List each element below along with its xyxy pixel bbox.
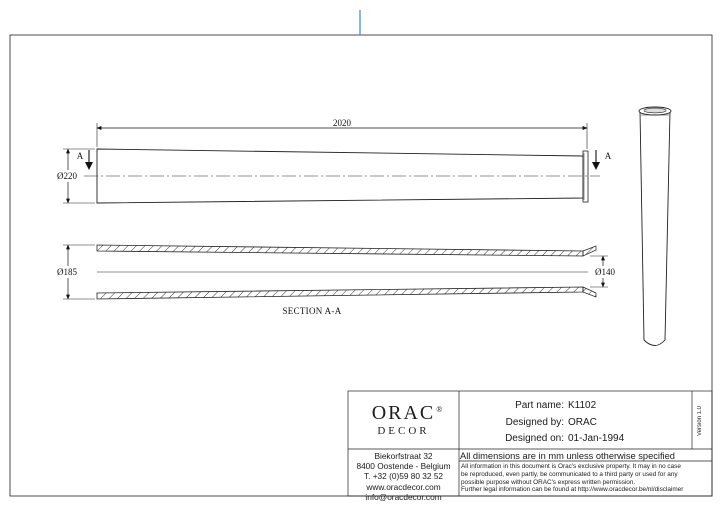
address-website: www.oracdecor.com	[366, 481, 441, 492]
tube-section-view	[96, 244, 597, 300]
svg-text:Ø140: Ø140	[595, 267, 616, 277]
designed-by-value: ORAC	[568, 417, 597, 428]
length-label: 2020	[333, 118, 352, 128]
designed-on-value: 01-Jan-1994	[568, 433, 625, 444]
designed-on-label: Designed on:	[505, 433, 564, 444]
section-marker-left: A	[77, 150, 93, 170]
section-marker-right: A	[592, 150, 612, 170]
logo-sub-text: DECOR	[377, 425, 430, 437]
dimension-diameter-185: Ø185	[55, 244, 95, 300]
legal-line: Further legal information can be found a…	[461, 486, 684, 494]
tube-front-view	[84, 148, 600, 204]
part-name-label: Part name:	[515, 400, 564, 411]
logo-main-text: ORAC	[371, 402, 436, 424]
designed-by-label: Designed by:	[505, 417, 564, 428]
section-title: SECTION A-A	[282, 306, 341, 316]
dimensions-note: All dimensions are in mm unless otherwis…	[460, 451, 675, 461]
dimension-length: 2020	[96, 118, 588, 149]
orac-logo: ORAC® DECOR	[348, 391, 459, 449]
diameter-140-label: 140	[602, 267, 616, 277]
dimension-diameter-220: Ø220	[55, 148, 95, 204]
company-address: Biekorfstraat 32 8400 Oostende - Belgium…	[348, 451, 459, 502]
legal-line: All information in this document is Orac…	[461, 463, 681, 470]
address-phone: T. +32 (0)59 80 32 52	[363, 471, 444, 482]
svg-text:Ø220: Ø220	[57, 171, 78, 181]
diameter-symbol: Ø	[57, 171, 64, 181]
version-label: Version 1.0	[697, 405, 703, 437]
part-name-value: K1102	[568, 400, 597, 411]
svg-text:A: A	[77, 151, 84, 161]
svg-text:Ø185: Ø185	[57, 267, 78, 277]
registered-mark: ®	[436, 405, 445, 414]
address-email: info@oracdecor.com	[365, 491, 442, 502]
address-city: 8400 Oostende - Belgium	[356, 461, 451, 472]
diameter-220-label: 220	[64, 171, 78, 181]
legal-line: be reproduced, even partly, be communica…	[461, 470, 678, 478]
title-block: ORAC® DECOR Part name: K1102 Designed by…	[348, 391, 712, 502]
diameter-185-label: 185	[64, 267, 78, 277]
legal-notice: All information in this document is Orac…	[461, 463, 693, 494]
tube-perspective-view	[638, 106, 672, 346]
legal-line: possible purpose without ORAC's express …	[461, 478, 636, 486]
address-street: Biekorfstraat 32	[374, 451, 433, 461]
dimension-diameter-140: Ø140	[590, 255, 618, 288]
svg-text:A: A	[605, 151, 612, 161]
title-block-frame	[347, 390, 713, 497]
